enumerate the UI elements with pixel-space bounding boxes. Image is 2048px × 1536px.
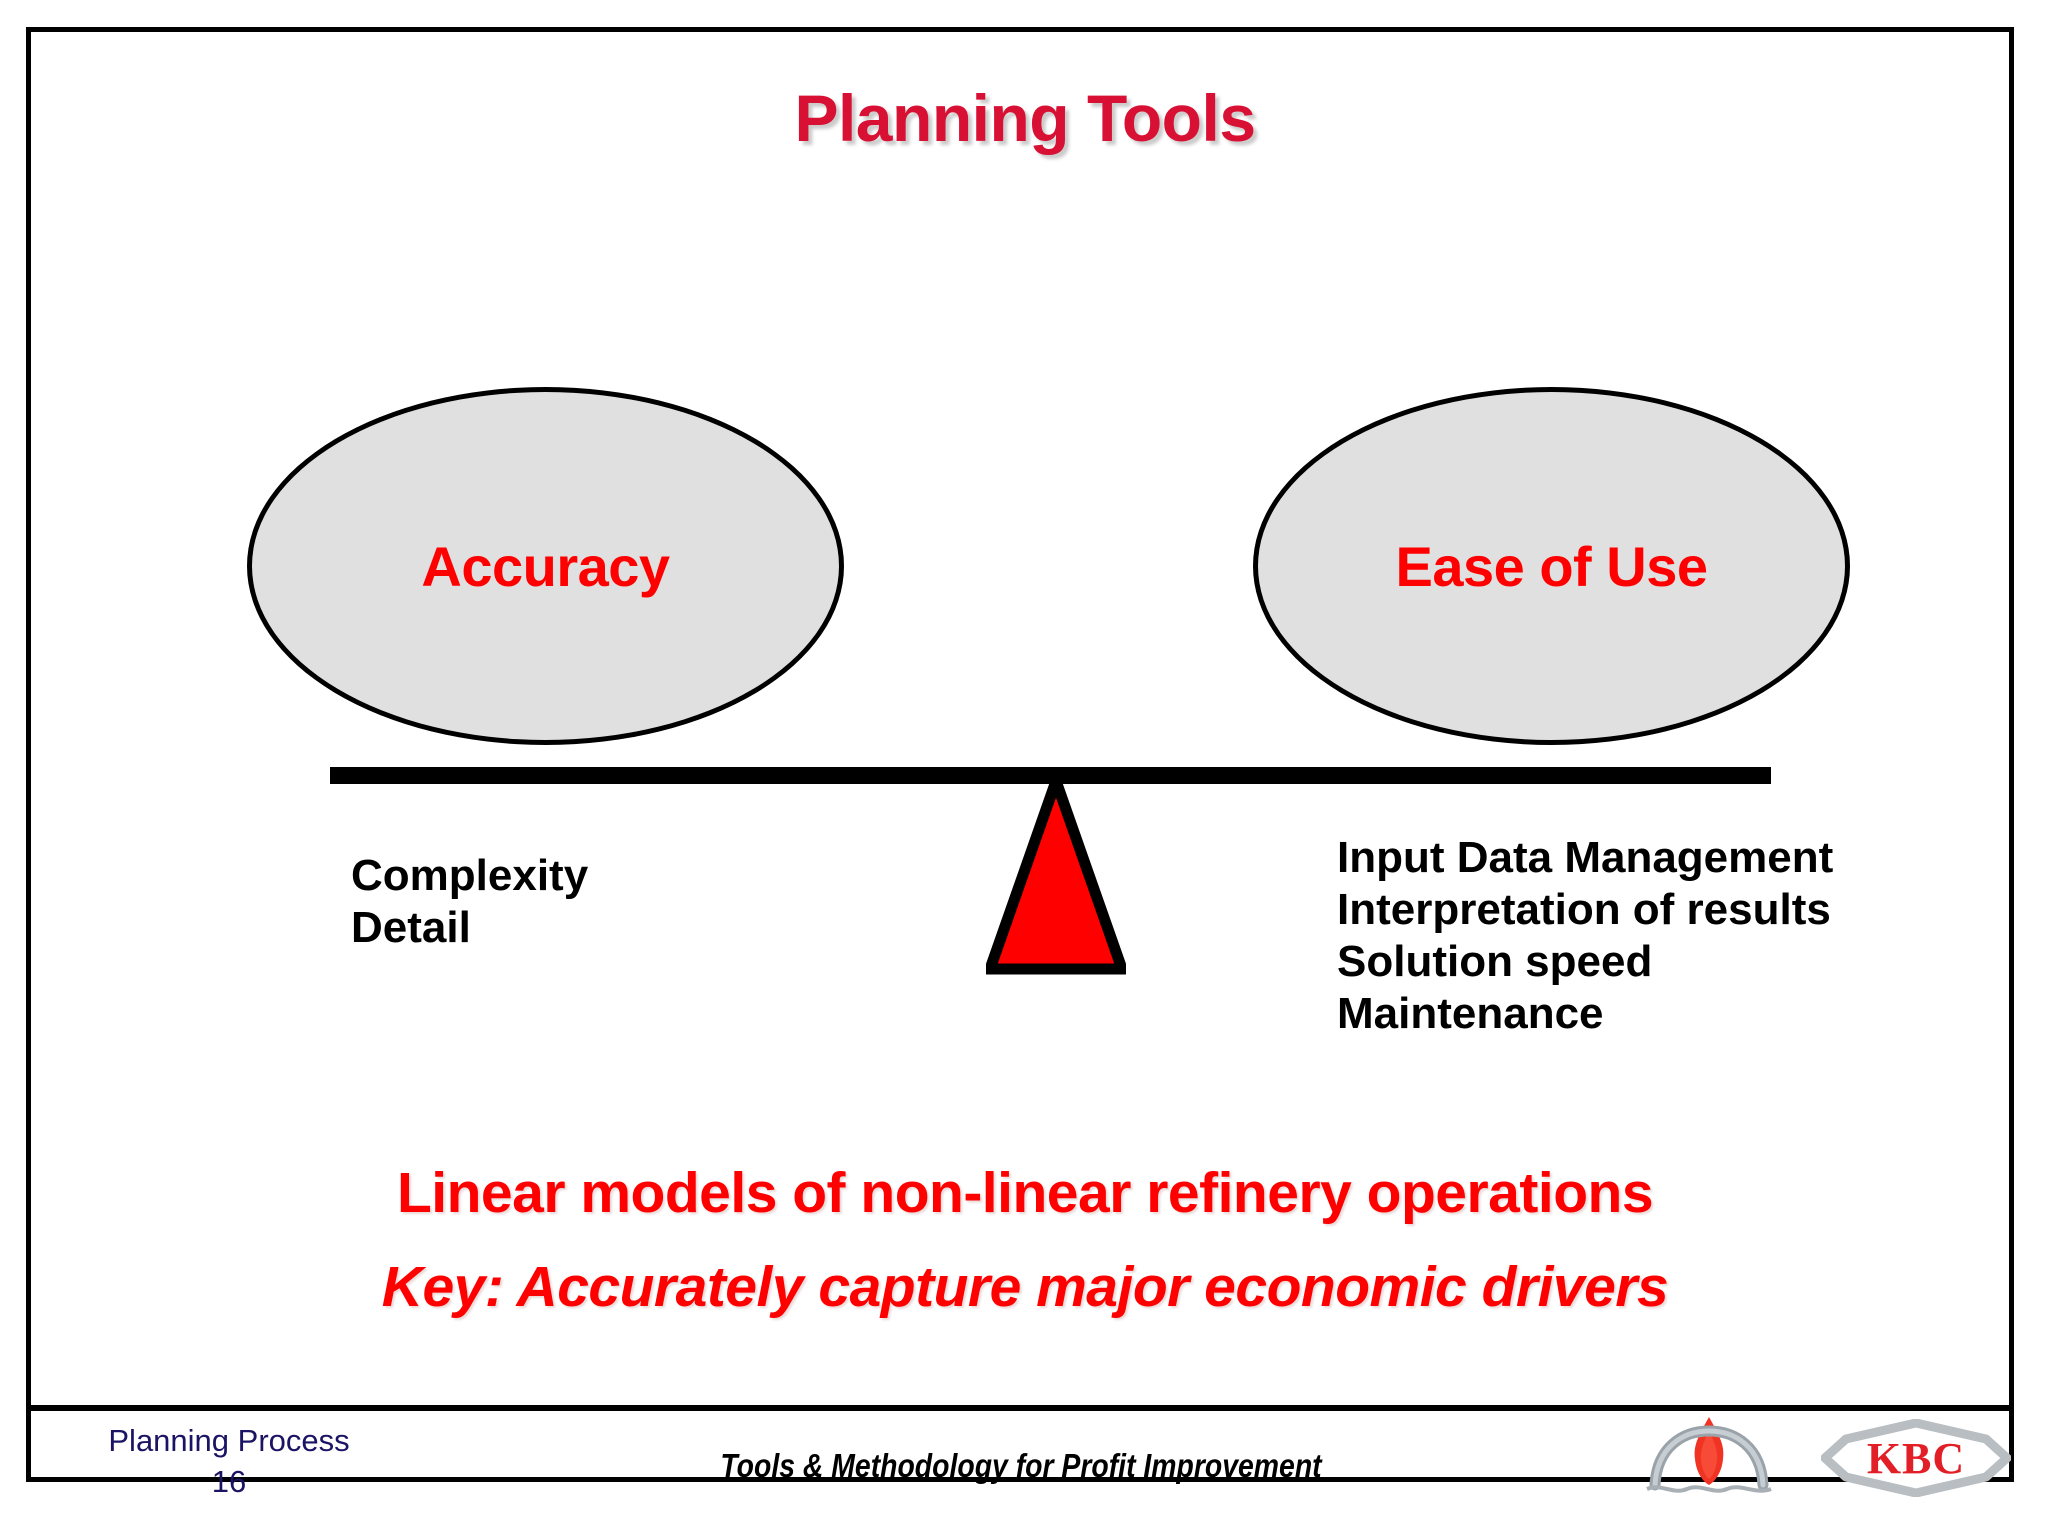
footer-section-block: Planning Process 16 bbox=[89, 1421, 369, 1503]
footer-deck-title: Tools & Methodology for Profit Improveme… bbox=[720, 1447, 1322, 1484]
ease-of-use-label: Ease of Use bbox=[1395, 534, 1709, 598]
page-number: 16 bbox=[211, 1463, 247, 1499]
accuracy-ellipse: Accuracy bbox=[247, 387, 844, 745]
list-item: Input Data Management bbox=[1337, 833, 1834, 882]
accuracy-label: Accuracy bbox=[421, 534, 670, 598]
list-item: Maintenance bbox=[1337, 988, 1604, 1038]
page-title: Planning Tools bbox=[794, 81, 1256, 155]
svg-text:KBC: KBC bbox=[1867, 1434, 1965, 1483]
ease-of-use-attribute-list: Input Data Management Interpretation of … bbox=[1337, 832, 1833, 1040]
accuracy-attribute-list: Complexity Detail bbox=[351, 850, 588, 954]
list-item: Interpretation of results bbox=[1337, 884, 1831, 934]
list-item: Complexity bbox=[351, 851, 589, 900]
list-item: Solution speed bbox=[1337, 936, 1653, 986]
fulcrum-triangle-icon bbox=[986, 777, 1126, 977]
slide-footer: Planning Process 16 Tools & Methodology … bbox=[31, 1411, 2011, 1499]
statement-line-2: Key: Accurately capture major economic d… bbox=[381, 1255, 1669, 1319]
footer-divider bbox=[31, 1405, 2009, 1411]
list-item: Detail bbox=[351, 902, 471, 952]
slide-frame: Planning Tools Accuracy Ease of Use Comp… bbox=[26, 27, 2014, 1499]
footer-section-name: Planning Process bbox=[108, 1423, 350, 1458]
balance-beam bbox=[330, 767, 1771, 784]
kbc-logo: KBC bbox=[1821, 1419, 2011, 1497]
flame-bridge-logo-icon bbox=[1639, 1411, 1779, 1501]
ease-of-use-ellipse: Ease of Use bbox=[1253, 387, 1850, 745]
statement-line-1: Linear models of non-linear refinery ope… bbox=[396, 1161, 1654, 1225]
